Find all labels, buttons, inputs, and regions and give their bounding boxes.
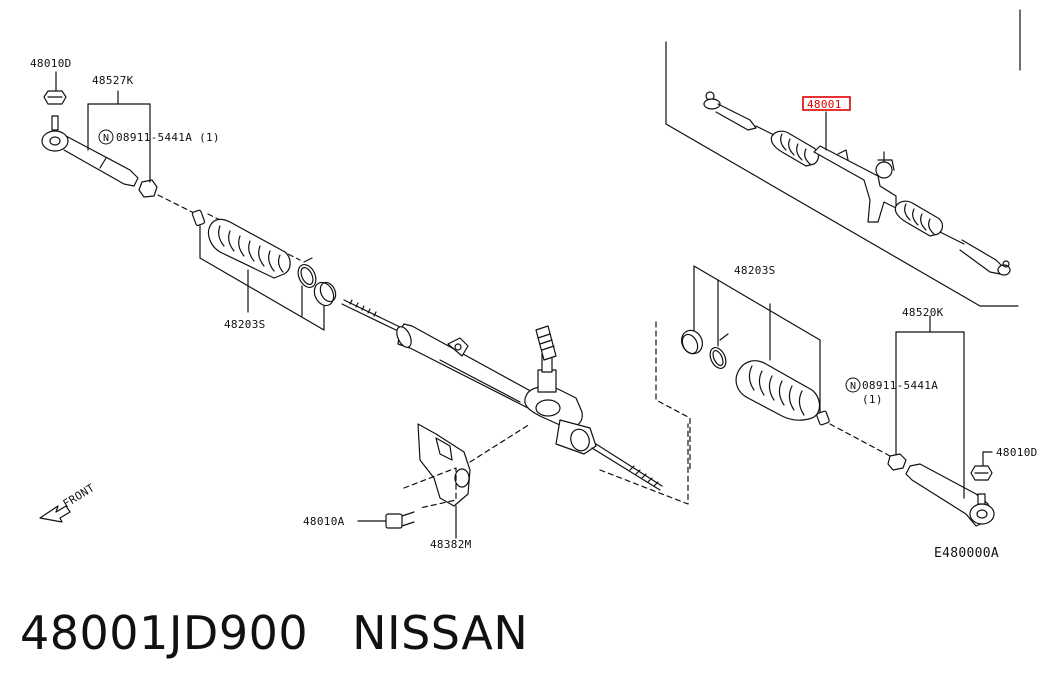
pinion-housing xyxy=(524,325,597,455)
left-nut xyxy=(43,71,67,105)
label-bracket: 48382M xyxy=(430,538,472,551)
front-arrow-icon xyxy=(39,505,71,523)
label-nut-left: 48010D xyxy=(30,57,72,70)
part-number: 48001JD900 xyxy=(20,606,309,660)
rack-housing xyxy=(396,323,541,411)
label-tie-rod-end-left: 48527K xyxy=(92,74,134,87)
steering-rack-diagram: N N 48010D 48527K 08911-5441A (1) 48203S… xyxy=(30,9,1038,561)
mounting-bolt xyxy=(357,511,415,529)
label-nut-right: 48010D xyxy=(996,446,1038,459)
left-boot-clamp xyxy=(313,281,337,307)
label-bolt: 48010A xyxy=(303,515,345,528)
label-highlighted-part[interactable]: 48001 xyxy=(807,98,842,111)
brand-name: NISSAN xyxy=(352,606,529,660)
svg-text:N: N xyxy=(103,133,109,144)
overview-assembly xyxy=(703,91,1011,276)
right-boot-band xyxy=(681,329,703,355)
label-note-right-code: 08911-5441A xyxy=(862,379,938,392)
left-boot-clip-small xyxy=(191,209,206,226)
left-boot xyxy=(207,218,291,279)
label-tie-rod-end-right: 48520K xyxy=(902,306,944,319)
left-boot-band xyxy=(297,257,317,288)
rack-shaft xyxy=(341,299,403,333)
left-tie-rod-end xyxy=(41,115,139,187)
right-lock-nut xyxy=(887,453,907,471)
label-diagram-code: E480000A xyxy=(934,546,999,561)
caption: 48001JD900 NISSAN xyxy=(20,598,528,668)
rack-right-rod xyxy=(591,443,663,491)
n-symbol-icon-right: N xyxy=(845,377,861,393)
left-lock-nut xyxy=(138,179,158,198)
label-note-left: 08911-5441A (1) xyxy=(116,131,220,144)
svg-text:N: N xyxy=(850,381,856,392)
right-nut xyxy=(970,451,993,481)
right-boot xyxy=(735,360,821,421)
right-tie-rod-end xyxy=(905,463,995,527)
label-boot-left: 48203S xyxy=(224,318,266,331)
label-front: FRONT xyxy=(61,481,97,510)
mounting-bracket xyxy=(417,423,471,507)
highlighted-part-box[interactable] xyxy=(802,96,851,111)
label-note-right-qty: (1) xyxy=(862,393,883,406)
n-symbol-icon-left: N xyxy=(98,129,114,145)
right-boot-clamp xyxy=(709,333,729,369)
label-boot-right: 48203S xyxy=(734,264,776,277)
right-boot-clip-small xyxy=(816,410,830,426)
